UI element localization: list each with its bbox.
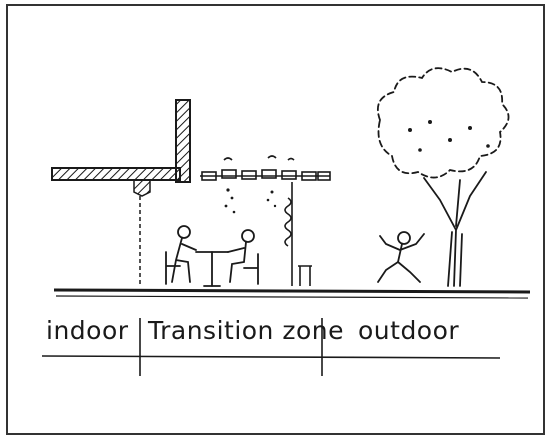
building-section: [51, 99, 191, 286]
eave-drop: [133, 179, 151, 197]
zone-label-indoor: indoor: [46, 316, 129, 345]
seated-people: [165, 225, 259, 287]
zone-dividers: [41, 318, 501, 376]
zone-label-transition: Transition zone: [148, 316, 344, 345]
pergola: [200, 155, 331, 286]
roof-slab: [51, 167, 181, 181]
running-child: [377, 231, 425, 283]
zone-baseline: [41, 355, 501, 359]
ground: [53, 288, 531, 299]
wall-column: [175, 99, 191, 183]
zone-label-outdoor: outdoor: [358, 316, 460, 345]
tree: [376, 67, 510, 287]
figure-frame: [6, 4, 545, 435]
